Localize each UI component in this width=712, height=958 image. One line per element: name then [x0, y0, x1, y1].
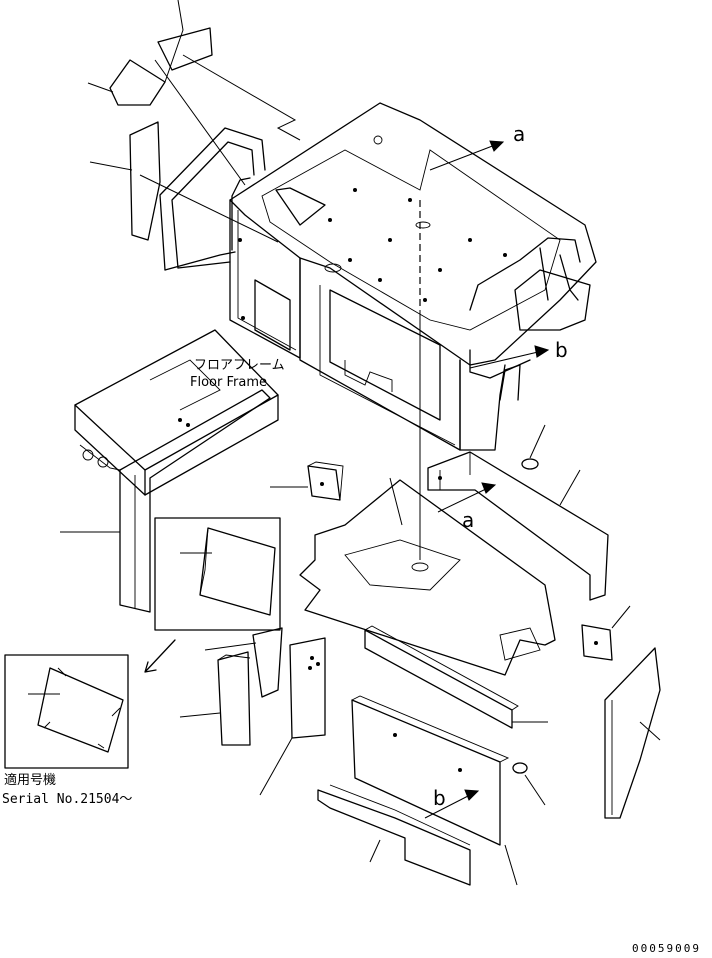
side-guard	[275, 187, 326, 226]
seat-support-bracket	[427, 451, 609, 601]
callout-arrow	[144, 639, 176, 673]
floor-frame	[229, 102, 597, 451]
right-step-bracket	[499, 269, 591, 401]
top-block	[109, 59, 166, 106]
arrow-b-bottom	[424, 789, 480, 819]
inset-pad-detail	[154, 517, 281, 631]
floor-frame-jp-label: フロアフレーム	[194, 358, 285, 373]
grommet-1	[521, 458, 539, 470]
grommet-2	[512, 762, 528, 774]
arrow-b-right	[469, 345, 550, 369]
vertical-pad-2	[217, 651, 251, 746]
vertical-pad-1	[252, 627, 283, 698]
right-small-pad	[581, 624, 613, 661]
right-cover	[604, 647, 661, 819]
ref-a-top-label: a	[513, 122, 526, 146]
ref-b-right-label: b	[555, 338, 568, 362]
bottom-channel	[317, 784, 471, 886]
inset-serial-detail	[4, 654, 129, 769]
top-cover	[157, 27, 213, 71]
ref-a-mid-label: a	[462, 508, 475, 532]
left-cover	[119, 389, 271, 613]
applicable-serial-jp-label: 適用号機	[4, 773, 57, 788]
serial-number-label: Serial No.21504～	[2, 792, 133, 807]
top-seal	[129, 121, 161, 241]
leader-lines	[28, 0, 661, 886]
arrow-a-top	[429, 140, 505, 171]
ref-b-bottom-label: b	[433, 786, 446, 810]
long-bar	[364, 625, 519, 729]
floor-plate-left	[74, 329, 279, 496]
small-block	[307, 461, 344, 501]
arrow-a-mid	[437, 482, 497, 513]
vertical-plate	[289, 637, 326, 739]
floor-frame-en-label: Floor Frame	[190, 375, 267, 390]
drawing-number: 00059009	[632, 942, 701, 955]
long-panel	[351, 695, 510, 846]
floor-mat	[299, 479, 556, 676]
left-handrail	[159, 127, 266, 271]
